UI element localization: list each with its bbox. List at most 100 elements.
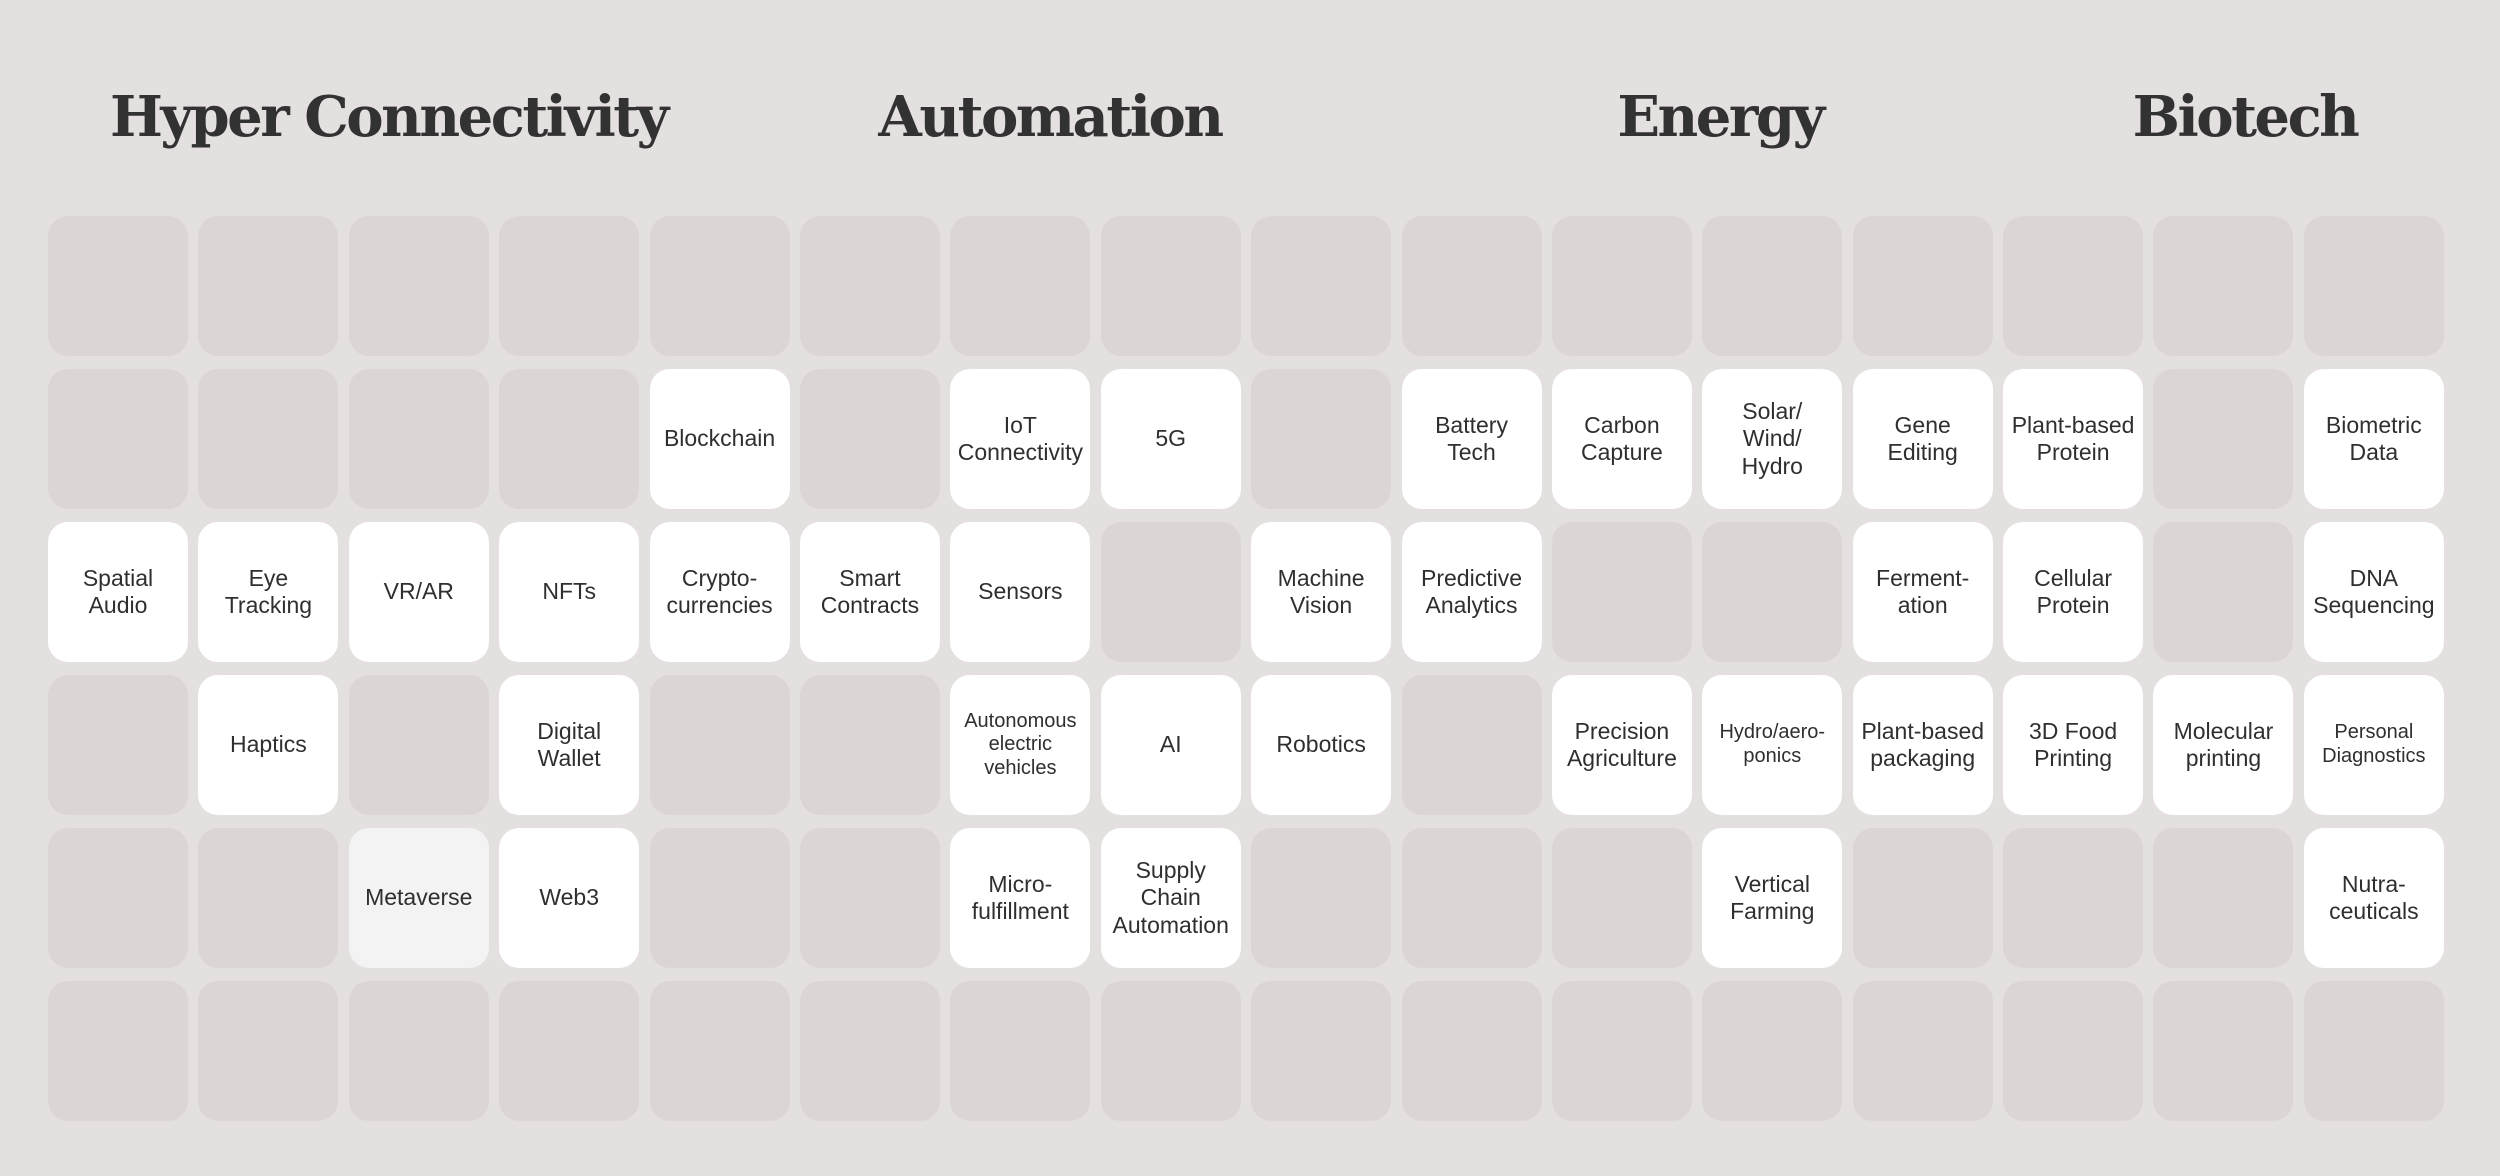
tile-label: IoT Connectivity (957, 411, 1083, 465)
empty-tile (1551, 828, 1692, 968)
empty-tile (1401, 675, 1542, 815)
heading-biotech: Biotech (2132, 84, 2360, 150)
tile-supply-chain-automation: Supply Chain Automation (1100, 828, 1241, 968)
tile-label: Hydro/aero- ponics (1719, 721, 1826, 767)
empty-tile (198, 369, 339, 509)
empty-tile (48, 828, 188, 968)
tile-carbon-capture: Carbon Capture (1551, 369, 1692, 509)
tile-label: Autonomous electric vehicles (964, 709, 1077, 779)
tile-label: Robotics (1276, 731, 1366, 758)
tile-label: Precision Agriculture (1566, 717, 1677, 771)
empty-tile (799, 828, 940, 968)
empty-tile (1702, 216, 1843, 356)
tile-personal-diagnostics: Personal Diagnostics (2303, 675, 2444, 815)
empty-tile (799, 216, 940, 356)
empty-tile (1852, 828, 1993, 968)
tile-label: Personal Diagnostics (2322, 721, 2426, 767)
empty-tile (1401, 828, 1542, 968)
tile-label: Eye Tracking (224, 564, 313, 618)
empty-tile (48, 369, 188, 509)
tile-battery-tech: Battery Tech (1401, 369, 1542, 509)
tile-label: Machine Vision (1277, 564, 1365, 618)
tile-label: Web3 (539, 884, 599, 911)
empty-tile (799, 369, 940, 509)
tile-micro-fulfillment: Micro- fulfillment (950, 828, 1091, 968)
empty-tile (2003, 216, 2144, 356)
empty-tile (198, 981, 339, 1121)
tile-label: Carbon Capture (1580, 411, 1663, 465)
tile-robotics: Robotics (1251, 675, 1392, 815)
tile-eye-tracking: Eye Tracking (198, 522, 339, 662)
empty-tile (1551, 216, 1692, 356)
tile-autonomous-electric-vehicles: Autonomous electric vehicles (950, 675, 1091, 815)
tile-ai: AI (1100, 675, 1241, 815)
tile-label: Nutra- ceuticals (2329, 870, 2419, 924)
empty-tile (348, 981, 489, 1121)
empty-tile (48, 981, 188, 1121)
empty-tile (1251, 216, 1392, 356)
tile-label: Micro- fulfillment (971, 870, 1069, 924)
tile-biometric-data: Biometric Data (2303, 369, 2444, 509)
tile-web3: Web3 (499, 828, 640, 968)
tile-label: Battery Tech (1435, 411, 1508, 465)
tile-label: 5G (1155, 425, 1187, 452)
empty-tile (649, 828, 790, 968)
tile-label: Biometric Data (2325, 411, 2422, 465)
tile-digital-wallet: Digital Wallet (499, 675, 640, 815)
empty-tile (799, 981, 940, 1121)
empty-tile (1251, 369, 1392, 509)
empty-tile (348, 216, 489, 356)
tile-iot-connectivity: IoT Connectivity (950, 369, 1091, 509)
tile-nfts: NFTs (499, 522, 640, 662)
tile-label: Vertical Farming (1730, 870, 1815, 924)
tile-label: Blockchain (663, 425, 776, 452)
empty-tile (1100, 216, 1241, 356)
tile-label: Haptics (230, 731, 307, 758)
tile-molecular-printing: Molecular printing (2153, 675, 2294, 815)
empty-tile (649, 675, 790, 815)
tile-3d-food-printing: 3D Food Printing (2003, 675, 2144, 815)
tile-sensors: Sensors (950, 522, 1091, 662)
tile-nutra-ceuticals: Nutra- ceuticals (2303, 828, 2444, 968)
tile-label: Metaverse (365, 884, 473, 911)
tile-blockchain: Blockchain (649, 369, 790, 509)
tile-solar-wind-hydro: Solar/ Wind/ Hydro (1702, 369, 1843, 509)
tile-label: NFTs (542, 578, 596, 605)
tile-label: Sensors (978, 578, 1063, 605)
tile-gene-editing: Gene Editing (1852, 369, 1993, 509)
empty-tile (1551, 522, 1692, 662)
tile-machine-vision: Machine Vision (1251, 522, 1392, 662)
empty-tile (48, 216, 188, 356)
empty-tile (499, 369, 640, 509)
empty-tile (2303, 216, 2444, 356)
empty-tile (1401, 981, 1542, 1121)
tile-label: DNA Sequencing (2313, 564, 2435, 618)
tile-label: Cellular Protein (2034, 564, 2113, 618)
tile-label: Plant-based packaging (1861, 717, 1985, 771)
empty-tile (1551, 981, 1692, 1121)
tile-dna-sequencing: DNA Sequencing (2303, 522, 2444, 662)
tile-label: Predictive Analytics (1421, 564, 1522, 618)
tile-plant-based-packaging: Plant-based packaging (1852, 675, 1993, 815)
empty-tile (499, 981, 640, 1121)
tile-label: Plant-based Protein (2011, 411, 2135, 465)
empty-tile (799, 675, 940, 815)
tile-label: Crypto- currencies (666, 564, 773, 618)
empty-tile (198, 216, 339, 356)
empty-tile (1702, 522, 1843, 662)
tile-5g: 5G (1100, 369, 1241, 509)
tile-label: Molecular printing (2173, 717, 2274, 771)
empty-tile (2153, 981, 2294, 1121)
tile-smart-contracts: Smart Contracts (799, 522, 940, 662)
tile-label: AI (1159, 731, 1182, 758)
tile-spatial-audio: Spatial Audio (48, 522, 188, 662)
tile-ferment-ation: Ferment- ation (1852, 522, 1993, 662)
tile-label: Supply Chain Automation (1112, 857, 1229, 938)
empty-tile (1401, 216, 1542, 356)
empty-tile (348, 675, 489, 815)
tile-crypto-currencies: Crypto- currencies (649, 522, 790, 662)
empty-tile (499, 216, 640, 356)
empty-tile (2153, 522, 2294, 662)
tile-label: Ferment- ation (1876, 564, 1970, 618)
technology-grid: Blockchain IoT Connectivity 5G Battery Tech… (48, 216, 2444, 1121)
